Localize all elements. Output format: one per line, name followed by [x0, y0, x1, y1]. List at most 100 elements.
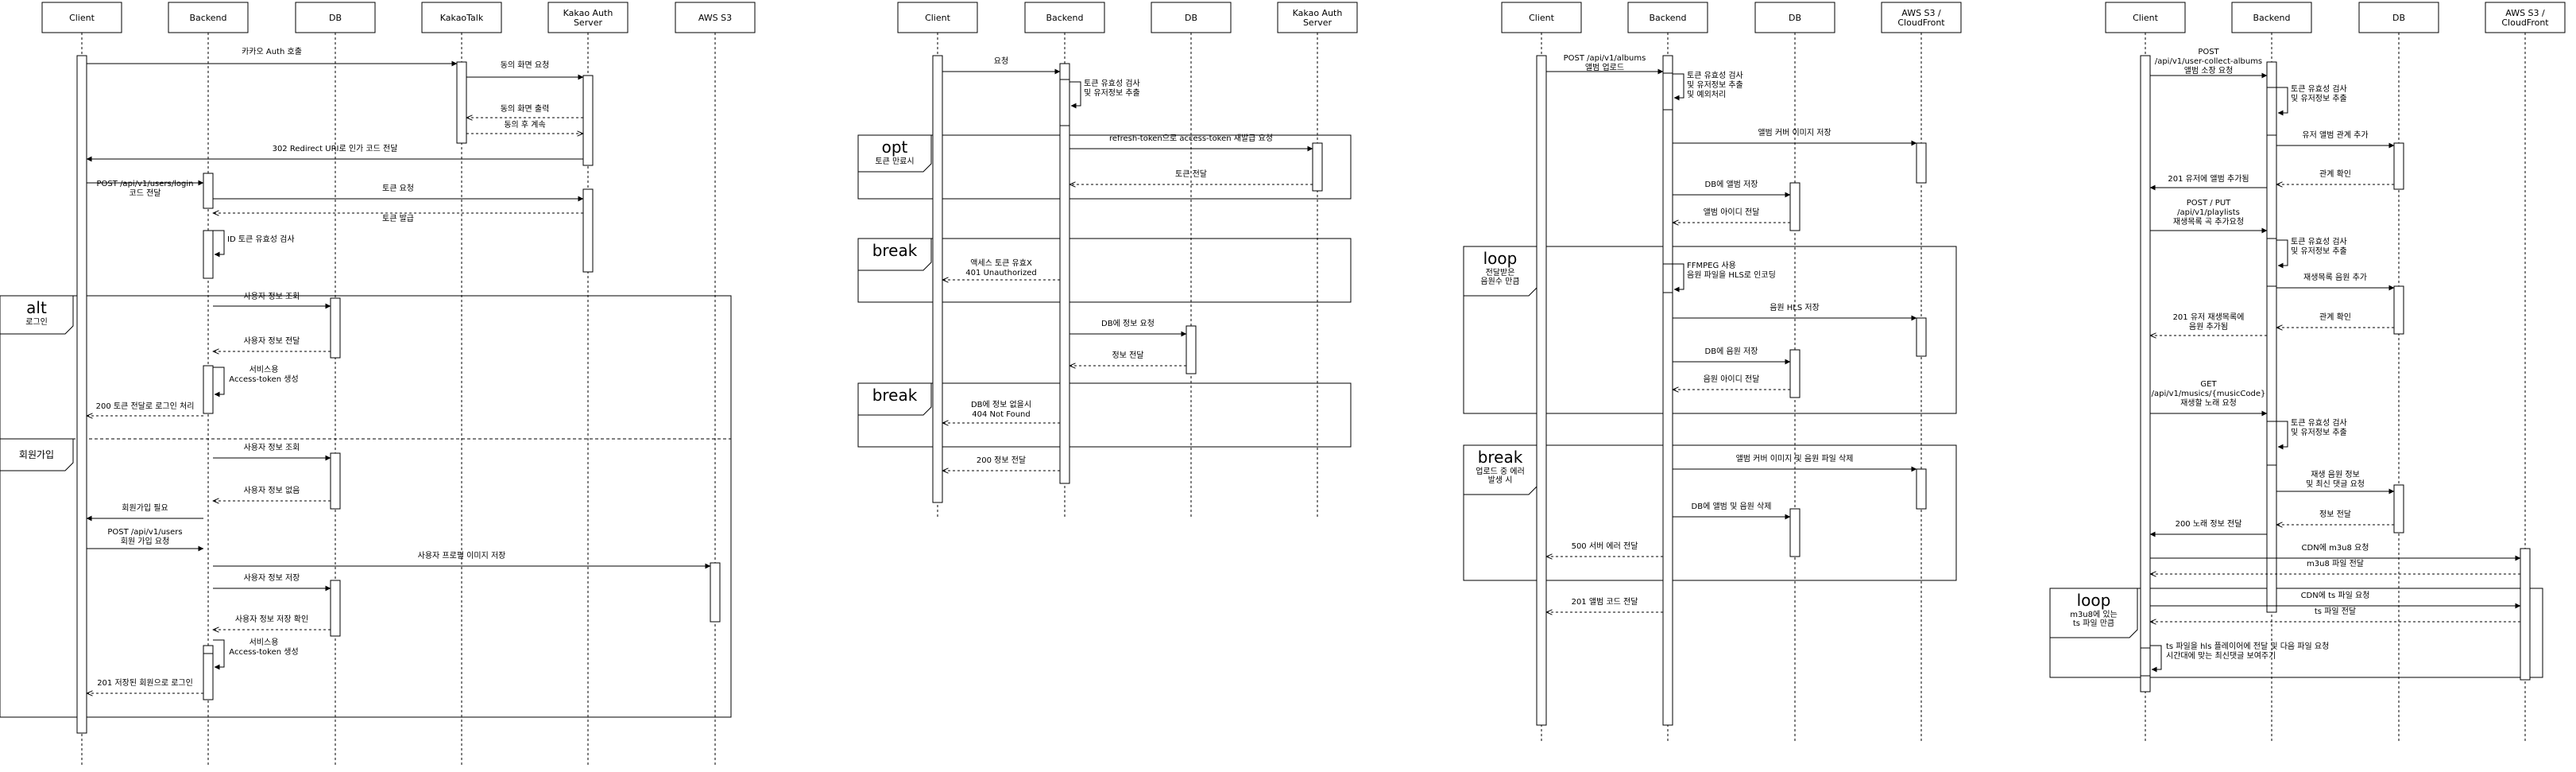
fragment-keyword: opt	[882, 138, 908, 157]
message-label: 정보 전달	[1112, 351, 1144, 360]
activation-bar	[330, 452, 341, 510]
fragment-tab	[0, 438, 74, 471]
message-label: ID 토큰 유효성 검사	[227, 235, 295, 244]
message-label: 요청	[994, 56, 1008, 66]
participant-box	[295, 2, 376, 33]
participant-label: Backend	[2253, 13, 2290, 23]
message-label: 앨범 아이디 전달	[1704, 207, 1760, 217]
message-label: 토큰 요청	[382, 184, 414, 193]
activation-bar	[76, 55, 87, 734]
message-label: m3u8 파일 전달	[2307, 559, 2364, 568]
self-message-arrow	[2150, 645, 2162, 673]
participant-label: DB	[2392, 13, 2405, 23]
activation-bar	[2140, 55, 2151, 692]
message: ts 파일 전달	[2150, 607, 2520, 622]
message: 사용자 정보 저장	[213, 573, 331, 592]
self-message-arrow	[1673, 263, 1684, 293]
activation-bar	[1059, 63, 1070, 484]
message: 유저 앨범 관계 추가	[2276, 130, 2395, 149]
message-label: CDN에 ts 파일 요청	[2301, 591, 2370, 600]
participant-box	[547, 2, 629, 33]
activation-bar	[1662, 72, 1673, 111]
message: DB에 음원 저장	[1673, 347, 1791, 365]
message-label: 사용자 정보 조회	[244, 443, 300, 452]
message-label: 관계 확인	[2319, 169, 2351, 179]
message: 음원 아이디 전달	[1673, 374, 1790, 390]
activation-bar	[2266, 87, 2277, 136]
activation-bar	[1536, 55, 1547, 726]
fragment-tab	[857, 134, 932, 173]
participant-label: Client	[925, 13, 951, 23]
fragment-frame	[1463, 246, 1957, 414]
message-label: 음원 아이디 전달	[1704, 374, 1760, 384]
message-label: 동의 화면 요청	[501, 60, 550, 70]
self-message-arrow	[213, 639, 225, 670]
message: 201 앨범 코드 전달	[1546, 596, 1663, 612]
message-label: 동의 후 계속	[504, 120, 545, 130]
activation-bar	[1312, 142, 1323, 192]
participant-label: Backend	[1649, 13, 1686, 23]
self-message-arrow	[2276, 421, 2288, 450]
participant-label: Backend	[189, 13, 226, 23]
participant-label: AWS S3 /CloudFront	[2501, 8, 2549, 28]
activation-bar	[2393, 285, 2404, 335]
participant-label: KakaoTalk	[440, 13, 484, 23]
message: 관계 확인	[2276, 169, 2394, 184]
activation-bar	[582, 188, 594, 273]
message: 관계 확인	[2276, 312, 2394, 328]
message: 앨범 커버 이미지 및 음원 파일 삭제	[1673, 453, 1917, 472]
activation-bar	[1916, 142, 1927, 184]
message: refresh-token으로 access-token 재발급 요청	[1069, 134, 1313, 152]
message: 사용자 정보 조회	[213, 292, 331, 309]
message: 사용자 정보 전달	[213, 336, 331, 351]
activation-bar	[203, 365, 214, 414]
participant-label: AWS S3	[698, 13, 732, 23]
activation-bar	[1662, 263, 1673, 293]
message-label: 200 정보 전달	[977, 456, 1026, 465]
message: ID 토큰 유효성 검사	[213, 230, 295, 258]
message-label: 500 서버 에러 전달	[1572, 541, 1638, 551]
message-label: 201 앨범 코드 전달	[1572, 596, 1638, 607]
message: 동의 화면 출력	[466, 104, 583, 118]
activation-bar	[1916, 317, 1927, 357]
participant-box	[1627, 2, 1708, 33]
message-label: DB에 앨범 저장	[1705, 179, 1758, 189]
activation-bar	[2393, 142, 2404, 190]
fragment-frame	[857, 134, 1352, 200]
fragment-keyword: loop	[1483, 249, 1518, 268]
participant-label: DB	[1185, 13, 1197, 23]
message: 앨범 아이디 전달	[1673, 207, 1790, 223]
message-label: 회원가입 필요	[122, 502, 168, 513]
self-message-arrow	[1673, 73, 1684, 101]
fragment-keyword: break	[872, 241, 918, 260]
message: 200 정보 전달	[942, 456, 1060, 471]
message-label: 유저 앨범 관계 추가	[2302, 130, 2368, 140]
participant-box	[1277, 2, 1358, 33]
message: CDN에 m3u8 요청	[2150, 543, 2521, 561]
message: 카카오 Auth 호출	[87, 47, 458, 67]
message-label: 카카오 Auth 호출	[242, 47, 302, 56]
fragment-break: break	[857, 238, 1352, 303]
message-label: 정보 전달	[2319, 510, 2351, 519]
message: 요청	[942, 56, 1061, 75]
fragment-condition: 토큰 만료시	[875, 157, 914, 166]
message: CDN에 ts 파일 요청	[2150, 591, 2521, 609]
participant-label: Backend	[1046, 13, 1083, 23]
activation-bar	[203, 653, 214, 700]
message-label: 201 유저에 앨범 추가됨	[2168, 173, 2249, 184]
